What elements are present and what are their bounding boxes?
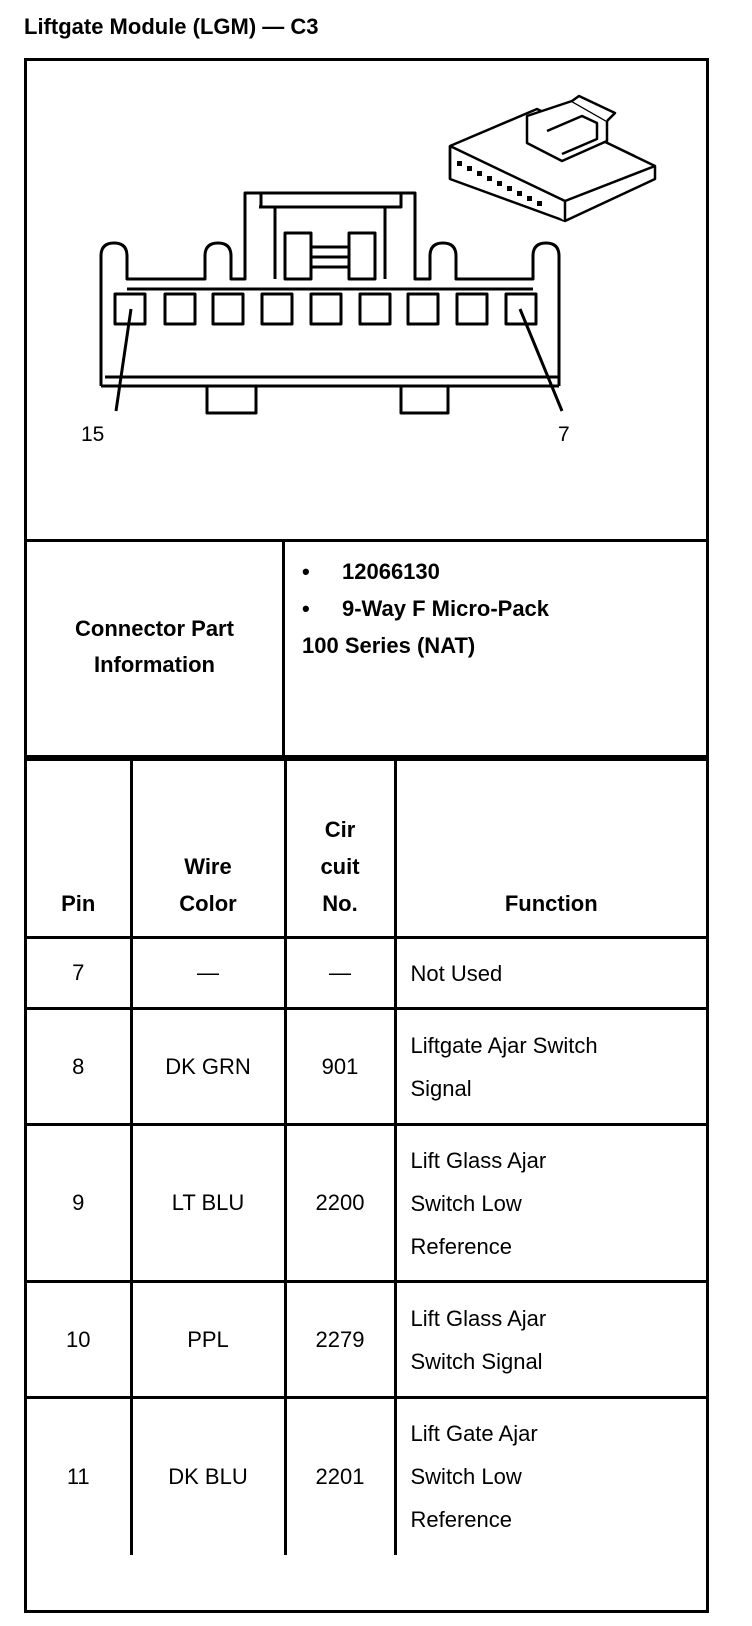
- info-label-line2: Information: [93, 652, 215, 677]
- function-line: Not Used: [410, 960, 503, 986]
- function-line: Liftgate Ajar Switch: [410, 1032, 598, 1058]
- pin-table-header: Pin Wire Color Cir cuit No. Function: [27, 758, 706, 939]
- wire-color-cell: DK BLU: [129, 1396, 287, 1555]
- function-line: Lift Glass Ajar: [410, 1147, 547, 1173]
- wire-color-cell: DK GRN: [129, 1007, 287, 1126]
- wire-color-cell: PPL: [129, 1280, 287, 1399]
- pin-cell: 8: [27, 1007, 133, 1126]
- wire-color-cell: LT BLU: [129, 1123, 287, 1283]
- function-line: Reference: [410, 1233, 513, 1259]
- function-line: Signal: [410, 1075, 472, 1101]
- header-circuit-line3: No.: [322, 891, 358, 916]
- connector-part-info-label: Connector Part Information: [27, 539, 285, 755]
- header-circuit-no: Cir cuit No.: [283, 758, 397, 939]
- pin-callout-7: 7: [558, 423, 570, 446]
- header-wire-line2: Color: [179, 891, 237, 916]
- function-line: Lift Glass Ajar: [410, 1305, 547, 1331]
- connector-part-info: Connector Part Information • 12066130 • …: [27, 539, 706, 758]
- table-row: 7——Not Used: [27, 936, 706, 1010]
- header-pin: Pin: [27, 758, 133, 939]
- bullet-icon: •: [302, 596, 310, 621]
- connector-type: 9-Way F Micro-Pack: [342, 596, 550, 621]
- header-circuit-line2: cuit: [320, 854, 360, 879]
- function-line: Switch Low: [410, 1190, 522, 1216]
- circuit-cell: —: [283, 936, 397, 1010]
- function-cell: Not Used: [393, 936, 706, 1010]
- pin-table: Pin Wire Color Cir cuit No. Function 7——…: [27, 758, 706, 1555]
- function-line: Lift Gate Ajar: [410, 1421, 538, 1447]
- pin-cell: 9: [27, 1123, 133, 1283]
- page-title: Liftgate Module (LGM) — C3: [24, 14, 319, 39]
- pin-cell: 7: [27, 936, 133, 1010]
- bullet-icon: •: [302, 559, 310, 584]
- circuit-cell: 2201: [283, 1396, 397, 1555]
- header-circuit-line1: Cir: [324, 817, 356, 842]
- pin-cell: 10: [27, 1280, 133, 1399]
- pin-cell: 11: [27, 1396, 133, 1555]
- connector-diagram: 15 7: [27, 61, 706, 542]
- connector-series: 100 Series (NAT): [302, 633, 476, 658]
- part-number: 12066130: [342, 559, 440, 584]
- function-line: Reference: [410, 1507, 513, 1533]
- pin-callout-15: 15: [81, 423, 105, 446]
- connector-sheet: 15 7 Connector Part Information • 120661…: [24, 58, 709, 1613]
- header-function: Function: [393, 758, 706, 939]
- circuit-cell: 901: [283, 1007, 397, 1126]
- function-line: Switch Signal: [410, 1348, 543, 1374]
- connector-part-info-value: • 12066130 • 9-Way F Micro-Pack 100 Seri…: [302, 553, 692, 664]
- header-function-label: Function: [504, 891, 598, 916]
- header-pin-label: Pin: [61, 891, 96, 916]
- connector-illustration: [99, 94, 657, 415]
- circuit-cell: 2200: [283, 1123, 397, 1283]
- function-line: Switch Low: [410, 1464, 522, 1490]
- wire-color-cell: —: [129, 936, 287, 1010]
- header-wire-line1: Wire: [184, 854, 232, 879]
- info-label-line1: Connector Part: [75, 616, 234, 641]
- header-wire-color: Wire Color: [129, 758, 287, 939]
- circuit-cell: 2279: [283, 1280, 397, 1399]
